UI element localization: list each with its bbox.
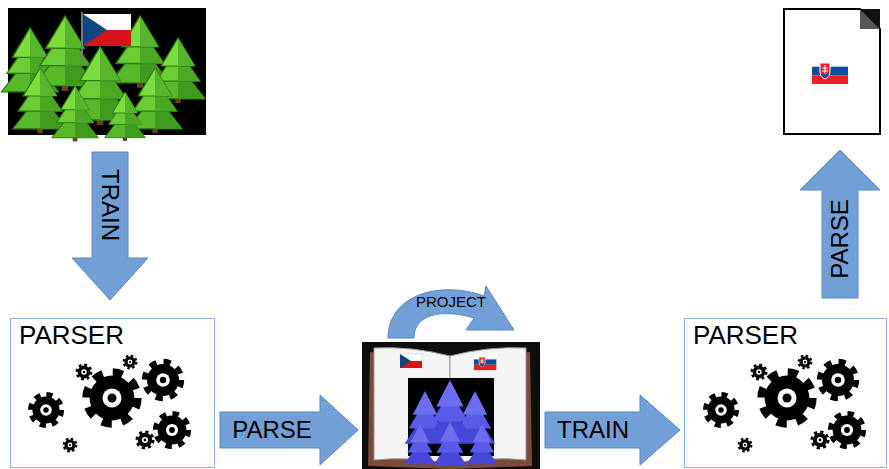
forest-picture <box>105 92 146 141</box>
gears-icon <box>87 373 137 423</box>
arrow-label: TRAIN <box>98 169 122 241</box>
parse-arrow <box>220 395 358 465</box>
box-title: PARSER <box>685 319 806 352</box>
gears-icon <box>812 432 828 448</box>
gears-icon <box>137 432 153 448</box>
gears-icon <box>77 365 91 379</box>
arrow-label: PARSE <box>232 418 312 442</box>
gears-icon <box>706 395 737 426</box>
parse-arrow <box>800 150 880 298</box>
gears-icon <box>799 356 812 369</box>
forest-picture <box>52 86 98 141</box>
gears-icon <box>706 356 864 452</box>
gears-icon <box>820 362 856 398</box>
forest-picture <box>81 12 83 62</box>
document-icon <box>812 58 848 84</box>
forest-picture <box>13 68 67 133</box>
train-arrow <box>545 395 680 465</box>
gears-icon <box>64 439 77 452</box>
parallel-book <box>474 354 496 370</box>
gears-icon <box>156 414 188 446</box>
gears-icon <box>762 373 812 423</box>
document-icon <box>784 9 880 134</box>
parallel-book <box>362 342 540 469</box>
gears-icon <box>31 356 189 452</box>
gears-icon <box>31 395 62 426</box>
project-arrow <box>388 286 514 338</box>
parallel-book <box>433 422 467 465</box>
arrow-label: PARSE <box>828 199 852 279</box>
train-arrow <box>72 152 148 300</box>
parallel-book <box>466 424 497 464</box>
forest-picture <box>8 8 206 135</box>
parallel-book <box>400 354 411 368</box>
forest-picture <box>83 14 107 46</box>
box-title: PARSER <box>11 319 132 352</box>
gears-icon <box>831 414 863 446</box>
document-icon <box>860 9 880 29</box>
gears-icon <box>145 362 181 398</box>
parser-box: PARSER <box>684 318 887 468</box>
forest-picture <box>1 8 206 141</box>
arrow-label: PROJECT <box>416 294 486 309</box>
gears-icon <box>739 439 752 452</box>
arrow-label: TRAIN <box>557 418 629 442</box>
gears-icon <box>124 356 137 369</box>
document-icon <box>860 9 880 29</box>
parser-box: PARSER <box>10 318 215 468</box>
parallel-book <box>362 342 540 469</box>
gears-icon <box>752 365 766 379</box>
parallel-book <box>400 354 422 368</box>
parallel-book <box>404 424 435 464</box>
document-icon <box>784 9 880 134</box>
